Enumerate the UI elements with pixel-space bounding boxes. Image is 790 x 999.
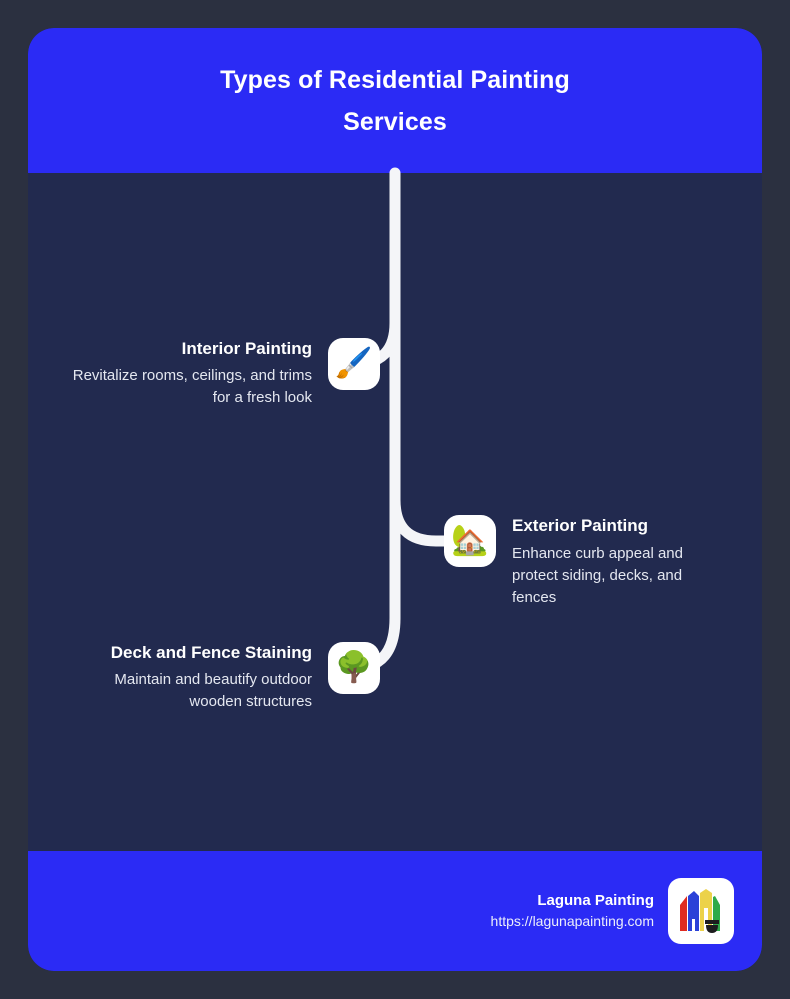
item-title: Interior Painting: [181, 339, 312, 358]
brand-name: Laguna Painting: [537, 892, 654, 909]
house-with-garden-icon: 🏡: [444, 515, 496, 567]
tree-icon-glyph: 🌳: [335, 651, 373, 684]
branch-exterior: [389, 494, 454, 547]
item-interior-text: Interior Painting Revitalize rooms, ceil…: [72, 338, 312, 409]
page-title: Types of Residential Painting Services: [220, 65, 570, 136]
footer-banner: Laguna Painting https://lagunapainting.c…: [28, 851, 762, 971]
item-deck-and-fence-staining: Deck and Fence Staining Maintain and bea…: [28, 642, 380, 713]
footer-text-block: Laguna Painting https://lagunapainting.c…: [491, 890, 654, 932]
item-description: Maintain and beautify outdoor wooden str…: [114, 671, 312, 710]
item-exterior-text: Exterior Painting Enhance curb appeal an…: [512, 515, 712, 609]
logo-mark: [680, 889, 720, 933]
paintbrush-icon-glyph: 🖌️: [335, 347, 373, 380]
house-with-garden-icon-glyph: 🏡: [451, 524, 489, 557]
infographic-card: Types of Residential Painting Services I…: [28, 28, 762, 971]
tree-icon: 🌳: [328, 642, 380, 694]
item-interior-painting: Interior Painting Revitalize rooms, ceil…: [28, 338, 380, 409]
item-description: Revitalize rooms, ceilings, and trims fo…: [72, 367, 312, 406]
item-title: Exterior Painting: [512, 516, 649, 535]
laguna-painting-logo: [668, 878, 734, 944]
item-exterior-painting: 🏡 Exterior Painting Enhance curb appeal …: [444, 515, 744, 609]
paintbrush-icon: 🖌️: [328, 338, 380, 390]
item-deck-text: Deck and Fence Staining Maintain and bea…: [68, 642, 312, 713]
header-banner: Types of Residential Painting Services: [28, 28, 762, 173]
brand-url[interactable]: https://lagunapainting.com: [490, 913, 654, 929]
item-title: Deck and Fence Staining: [110, 643, 312, 662]
item-description: Enhance curb appeal and protect siding, …: [512, 545, 683, 606]
